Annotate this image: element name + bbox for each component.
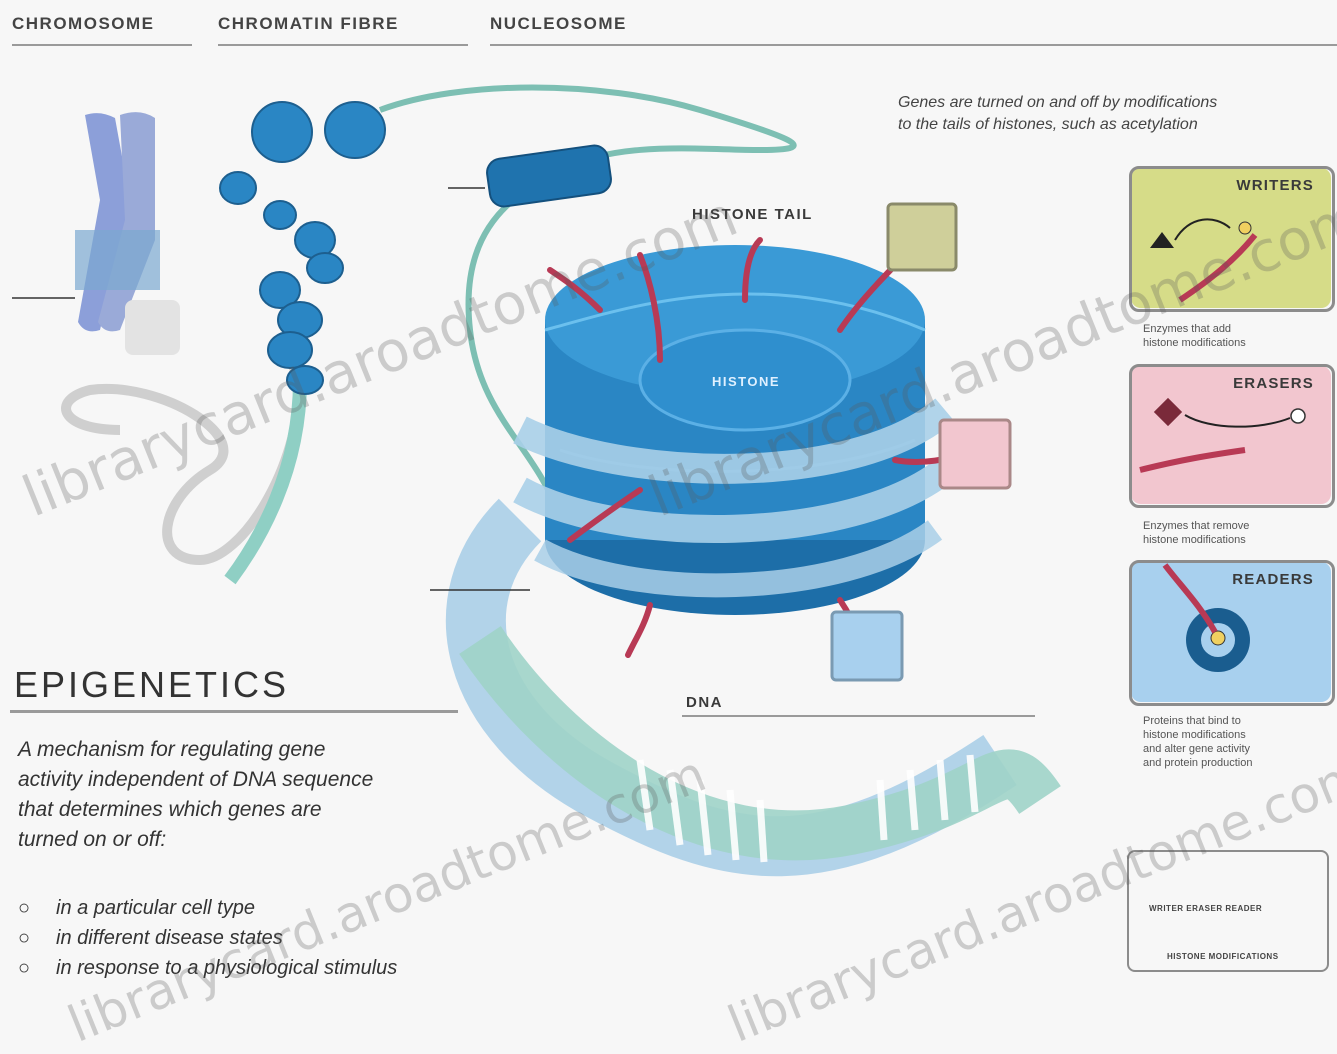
bullet-circle-icon: ○ [18,923,56,953]
readers-desc-line-1: Proteins that bind to [1143,714,1313,728]
intro-note-line-2: to the tails of histones, such as acetyl… [898,114,1337,136]
writers-panel: WRITERS [1129,166,1335,312]
writers-desc-line-1: Enzymes that add [1143,322,1313,336]
nucleosome-core [520,245,945,615]
chromosome-graphic [75,112,180,355]
epigenetics-bullets: ○in a particular cell type ○in different… [18,893,397,983]
dna-label: DNA [686,694,723,711]
epigenetics-title: EPIGENETICS [14,664,289,706]
bullet-item: ○in a particular cell type [18,893,397,923]
writers-description: Enzymes that add histone modifications [1143,322,1313,350]
readers-desc-line-2: histone modifications [1143,728,1313,742]
intro-note: Genes are turned on and off by modificat… [898,92,1337,136]
readers-title: READERS [1232,571,1314,588]
readers-description: Proteins that bind to histone modificati… [1143,714,1313,770]
key-groups-label: WRITER ERASER READER [1149,904,1262,913]
chromatin-fibre-beads [220,102,385,394]
writer-mark-box [888,204,956,270]
bullet-text: in a particular cell type [56,897,255,919]
erasers-desc-line-2: histone modifications [1143,533,1313,547]
readers-panel: READERS [1129,560,1335,706]
readers-desc-line-3: and alter gene activity [1143,742,1313,756]
erasers-title: ERASERS [1233,375,1314,392]
epigenetics-description: A mechanism for regulating gene activity… [18,735,378,855]
writers-title: WRITERS [1236,177,1314,194]
erasers-desc-line-1: Enzymes that remove [1143,519,1313,533]
bullet-item: ○in response to a physiological stimulus [18,953,397,983]
bullet-text: in different disease states [56,927,283,949]
bullet-text: in response to a physiological stimulus [56,957,397,979]
epigenetics-divider [10,710,458,713]
bullet-circle-icon: ○ [18,953,56,983]
erasers-panel: ERASERS [1129,364,1335,508]
key-histone-mod-label: HISTONE MODIFICATIONS [1167,952,1279,961]
writers-desc-line-2: histone modifications [1143,336,1313,350]
bullet-item: ○in different disease states [18,923,397,953]
eraser-mark-box [940,420,1010,488]
histone-tail-label: HISTONE TAIL [692,206,813,223]
readers-desc-line-4: and protein production [1143,756,1313,770]
reader-mark-box [832,612,902,680]
bullet-circle-icon: ○ [18,893,56,923]
fibre-nucleosome [485,144,612,209]
erasers-description: Enzymes that remove histone modification… [1143,519,1313,547]
intro-note-line-1: Genes are turned on and off by modificat… [898,92,1337,114]
legend-key: WRITER ERASER READER HISTONE MODIFICATIO… [1127,850,1329,972]
histone-label: HISTONE [712,374,780,389]
